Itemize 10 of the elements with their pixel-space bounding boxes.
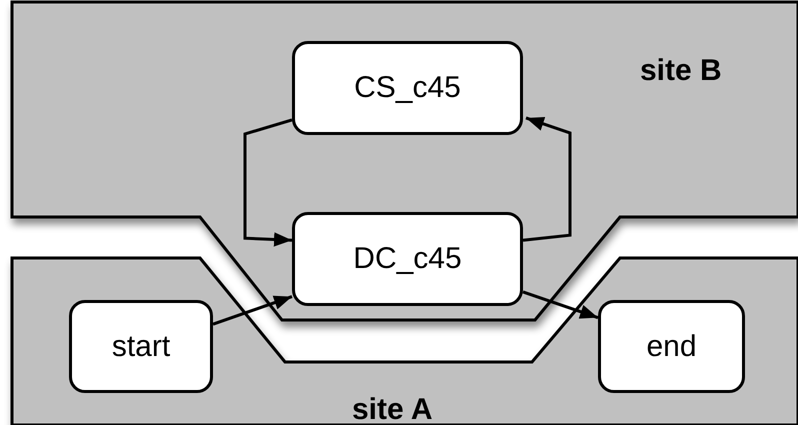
state-box: end bbox=[598, 300, 745, 393]
region-label: site A bbox=[352, 395, 433, 425]
arrow bbox=[244, 118, 292, 247]
state-box: start bbox=[69, 300, 213, 393]
arrow bbox=[212, 295, 292, 326]
region-label: site B bbox=[640, 56, 722, 86]
arrow bbox=[522, 116, 572, 242]
state-box: DC_c45 bbox=[292, 212, 523, 306]
state-box: CS_c45 bbox=[292, 41, 523, 135]
arrow bbox=[522, 290, 598, 320]
